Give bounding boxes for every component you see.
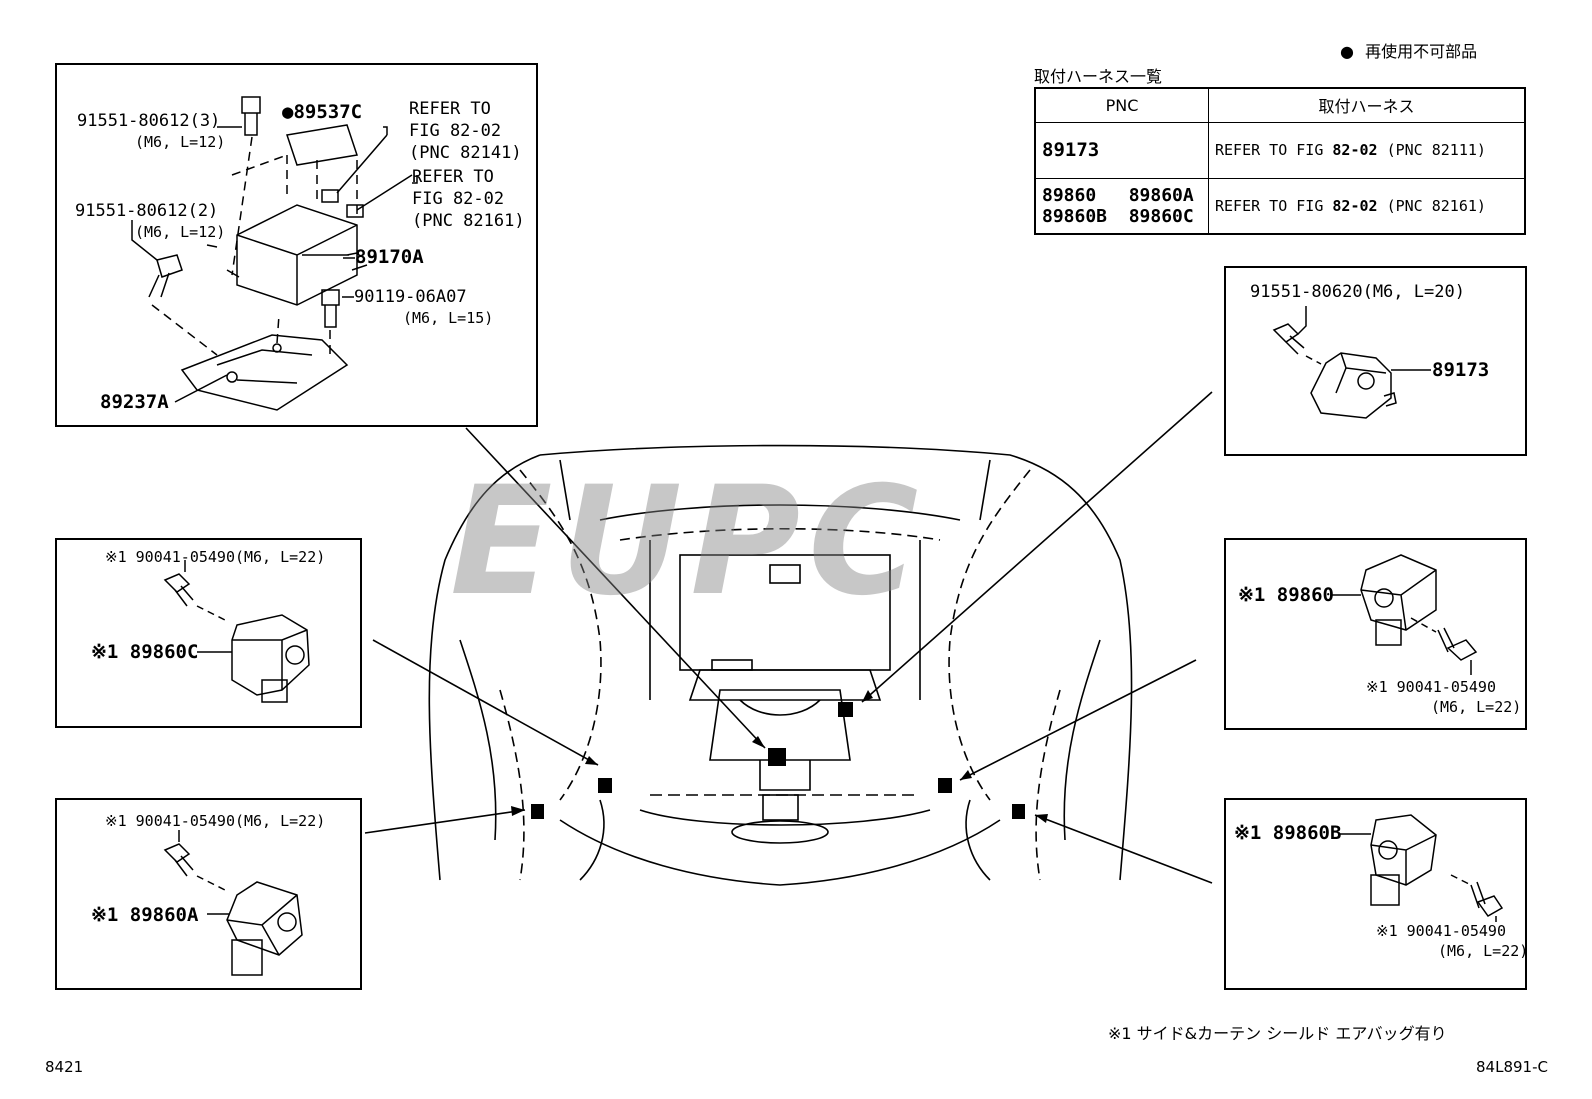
harness-pnc: (PNC 82111) [1377,141,1486,159]
harness-table-header-pnc: PNC [1034,87,1209,123]
refer-2-line-3: (PNC 82161) [412,211,525,231]
sensor-89860A-location-marker [531,804,544,819]
sensor-89860B-location-marker [1012,804,1025,819]
footnote: ※1 サイド&カーテン シールド エアバッグ有り [1108,1024,1447,1043]
refer-2-line-2: FIG 82-02 [412,189,505,209]
label-part-number: ●89537C [282,101,363,123]
body-left-outer [428,454,541,881]
sensor-89860A-bolt-part-number: ※1 90041-05490(M6, L=22) [105,812,326,830]
bolt-2-part-number: 91551-80612(2) [75,201,219,221]
table-row: 89173 REFER TO FIG 82-02 (PNC 82111) [1034,121,1526,179]
ecu-part-number: 89170A [355,246,424,268]
harness-table-title: 取付ハーネス一覧 [1034,67,1163,86]
sensor-89860-bolt-part-number: ※1 90041-05490 [1366,678,1496,696]
watermark: EUPC [450,455,927,629]
sensor-89173-location-marker [838,702,853,717]
bolt-part-number: 90119-06A07 [354,287,467,307]
legend-marker: ● [1340,42,1354,61]
page-number-left: 8421 [45,1058,84,1076]
ecu-location-marker [768,748,786,766]
refer-2-line-1: REFER TO [412,167,494,187]
harness-table-header-row: PNC 取付ハーネス [1034,87,1526,123]
table-row: 89860 89860A 89860B 89860C REFER TO FIG … [1034,177,1526,235]
bolt-3-spec: (M6, L=12) [135,133,226,151]
sensor-89860A-box: ※1 90041-05490(M6, L=22) ※1 89860A [55,798,362,990]
sensor-89860C-bolt-part-number: ※1 90041-05490(M6, L=22) [105,548,326,566]
legend: ● 再使用不可部品 [1340,38,1477,62]
table-cell-harness: REFER TO FIG 82-02 (PNC 82111) [1208,121,1526,179]
sensor-89860C-location-marker [598,778,612,793]
bracket-part-number: 89237A [100,391,169,413]
sensor-89860B-box: ※1 89860B ※1 90041-05490 (M6, L=22) [1224,798,1529,990]
pnc-line: 89860 89860A [1042,184,1194,206]
sensor-89860-drawing [1331,554,1478,675]
pnc-line: 89860B 89860C [1042,205,1194,227]
sensor-89173-box: 91551-80620(M6, L=20) 89173 [1224,266,1527,456]
bolt-3-part-number: 91551-80612(3) [77,111,221,131]
sensor-89860B-bolt-spec: (M6, L=22) [1438,942,1529,960]
sensor-89860C-drawing [163,560,310,703]
sensor-89860C-part-number: ※1 89860C [91,641,199,663]
refer-1-line-2: FIG 82-02 [409,121,502,141]
harness-pnc: (PNC 82161) [1377,196,1486,215]
sensor-89860B-part-number: ※1 89860B [1234,822,1342,844]
harness-text: REFER TO FIG [1215,196,1333,215]
harness-table-header-harness: 取付ハーネス [1208,87,1526,123]
harness-table: PNC 取付ハーネス 89173 REFER TO FIG 82-02 (PNC… [1034,87,1526,235]
harness-fig: 82-02 [1332,141,1378,159]
page-number-right: 84L891-C [1476,1058,1548,1076]
sensor-89860A-drawing [163,830,303,976]
sensor-89860A-part-number: ※1 89860A [91,904,199,926]
bolt-2-spec: (M6, L=12) [135,223,226,241]
refer-1-line-1: REFER TO [409,99,491,119]
table-cell-pnc: 89173 [1034,121,1209,179]
sensor-89173-drawing [1272,306,1431,419]
sensor-89860B-bolt-part-number: ※1 90041-05490 [1376,922,1506,940]
sensor-89173-bolt-part-number: 91551-80620(M6, L=20) [1250,282,1465,302]
sensor-89860-box: ※1 89860 ※1 90041-05490 (M6, L=22) [1224,538,1527,730]
sensor-89860C-box: ※1 90041-05490(M6, L=22) ※1 89860C [55,538,362,728]
table-cell-pnc: 89860 89860A 89860B 89860C [1034,177,1209,235]
pnc-line: 89173 [1042,139,1100,161]
ecu-assembly-drawing [131,96,418,411]
legend-text: 再使用不可部品 [1365,42,1478,61]
ecu-assembly-box: 91551-80612(3) (M6, L=12) ●89537C REFER … [55,63,538,427]
refer-1-line-3: (PNC 82141) [409,143,522,163]
bolt-spec: (M6, L=15) [403,309,494,327]
table-cell-harness: REFER TO FIG 82-02 (PNC 82161) [1208,177,1526,235]
sensor-89860-location-marker [938,778,952,793]
body-roof [539,444,1133,881]
harness-fig: 82-02 [1332,196,1378,215]
sensor-89860-bolt-spec: (M6, L=22) [1431,698,1522,716]
sensor-89173-part-number: 89173 [1432,359,1490,381]
sensor-89860B-drawing [1339,814,1504,922]
harness-text: REFER TO FIG [1215,141,1333,159]
sensor-89860-part-number: ※1 89860 [1238,584,1334,606]
